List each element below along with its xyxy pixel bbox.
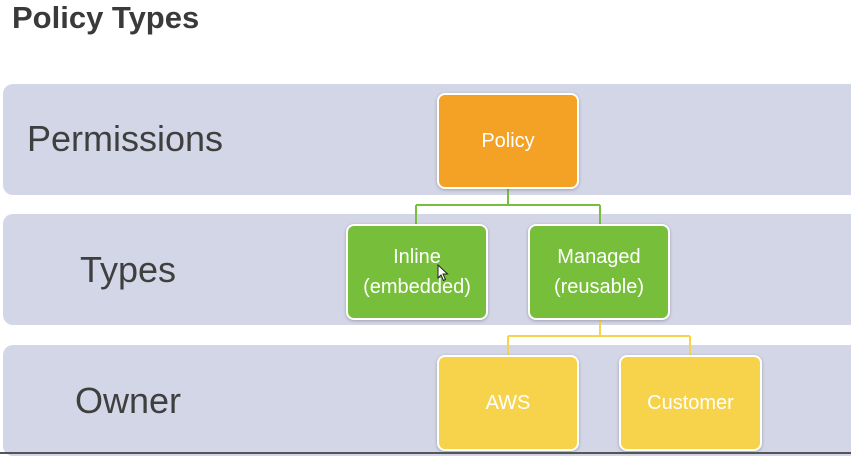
policy-to-types-connector xyxy=(415,187,601,225)
managed-node: Managed (reusable) xyxy=(528,224,670,320)
managed-node-title: Managed xyxy=(557,246,641,268)
inline-node: Inline (embedded) xyxy=(346,224,488,320)
inline-node-title: Inline xyxy=(393,246,441,268)
permissions-band: Permissions xyxy=(3,84,851,195)
owner-label: Owner xyxy=(75,380,182,421)
page-title: Policy Types xyxy=(12,0,200,35)
policy-node-label: Policy xyxy=(481,130,535,152)
policy-node: Policy xyxy=(437,93,579,189)
types-label: Types xyxy=(80,249,177,290)
customer-node: Customer xyxy=(619,355,762,451)
managed-node-subtitle: (reusable) xyxy=(553,276,645,298)
aws-node-label: AWS xyxy=(485,392,531,414)
bottom-border xyxy=(0,452,851,454)
managed-to-owner-connector xyxy=(507,318,691,356)
aws-node: AWS xyxy=(437,355,579,451)
mouse-pointer-icon xyxy=(437,264,449,282)
customer-node-label: Customer xyxy=(647,392,734,414)
permissions-label: Permissions xyxy=(27,118,224,159)
inline-node-subtitle: (embedded) xyxy=(363,276,471,298)
